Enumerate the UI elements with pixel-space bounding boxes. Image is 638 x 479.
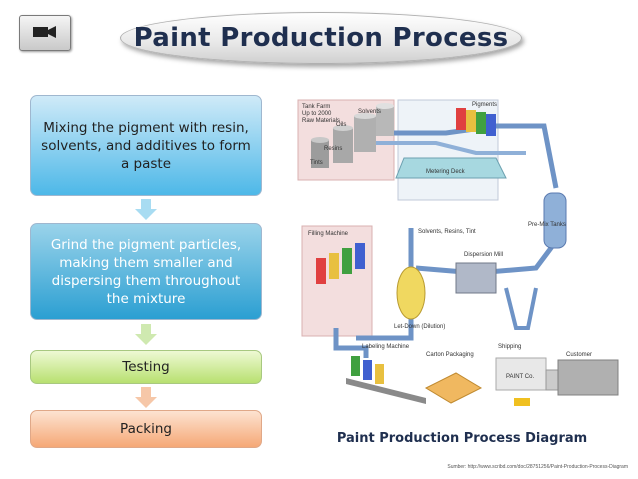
- carton-box: [424, 372, 483, 404]
- shipping-label: Shipping: [498, 344, 521, 350]
- pigment-bins: [456, 108, 496, 136]
- forklift: [514, 398, 530, 406]
- video-camera-icon: [33, 26, 56, 38]
- pipe: [504, 287, 538, 330]
- step-mixing: Mixing the pigment with resin, solvents,…: [30, 95, 262, 196]
- customer-store: [557, 359, 619, 396]
- carton-packaging-label: Carton Packaging: [426, 352, 474, 358]
- page-title: Paint Production Process: [133, 23, 509, 53]
- let-down-tank: [396, 266, 426, 320]
- filling-panel: [301, 225, 373, 337]
- step-testing: Testing: [30, 350, 262, 384]
- pipe: [333, 328, 369, 358]
- svg-text:Raw Materials: Raw Materials: [302, 118, 340, 124]
- svg-text:Up to 2000: Up to 2000: [302, 111, 332, 117]
- filling-machine-label: Filling Machine: [308, 231, 349, 237]
- tank-farm-label: Tank Farm: [302, 104, 330, 110]
- down-arrow-icon: [135, 387, 157, 408]
- title-banner: Paint Production Process: [120, 12, 522, 64]
- pre-mix-tank: [543, 192, 567, 249]
- let-down-label: Let-Down (Dilution): [394, 324, 445, 330]
- oils-label: Oils: [336, 122, 346, 128]
- truck-logo: PAINT Co.: [506, 374, 534, 380]
- pipe: [356, 141, 526, 155]
- solvents-label: Solvents: [358, 109, 381, 115]
- down-arrow-icon: [135, 199, 157, 220]
- paint-cans: [316, 243, 365, 284]
- dispersion-mill: [455, 262, 497, 294]
- solvents-resins-tint-label: Solvents, Resins, Tint: [418, 229, 476, 235]
- step-packing-label: Packing: [120, 421, 172, 437]
- tints-label: Tints: [310, 160, 323, 166]
- step-mixing-label: Mixing the pigment with resin, solvents,…: [41, 119, 251, 172]
- customer-label: Customer: [566, 352, 592, 358]
- down-arrow-icon: [135, 324, 157, 345]
- step-packing: Packing: [30, 410, 262, 448]
- video-button[interactable]: [19, 15, 71, 51]
- metering-deck-label: Metering Deck: [426, 169, 466, 175]
- resins-label: Resins: [324, 146, 342, 152]
- source-citation: Sumber: http://www.scribd.com/doc/287512…: [447, 464, 628, 470]
- dispersion-mill-label: Dispersion Mill: [464, 252, 503, 258]
- metering-deck: [395, 157, 507, 179]
- labeling-machine-label: Labeling Machine: [362, 344, 410, 350]
- pigments-label: Pigments: [472, 102, 497, 108]
- labeled-cans: [351, 356, 384, 384]
- tank-farm-tanks: [311, 103, 394, 168]
- shipping-truck: [495, 357, 547, 391]
- step-grinding-label: Grind the pigment particles, making them…: [50, 236, 242, 307]
- pre-mix-tanks-label: Pre-Mix Tanks: [528, 222, 566, 228]
- step-testing-label: Testing: [122, 359, 170, 375]
- process-illustration: Tank Farm Up to 2000 Raw Materials Solve…: [297, 99, 619, 406]
- diagram-caption: Paint Production Process Diagram: [336, 431, 588, 446]
- step-grinding: Grind the pigment particles, making them…: [30, 223, 262, 320]
- conveyor: [346, 378, 426, 404]
